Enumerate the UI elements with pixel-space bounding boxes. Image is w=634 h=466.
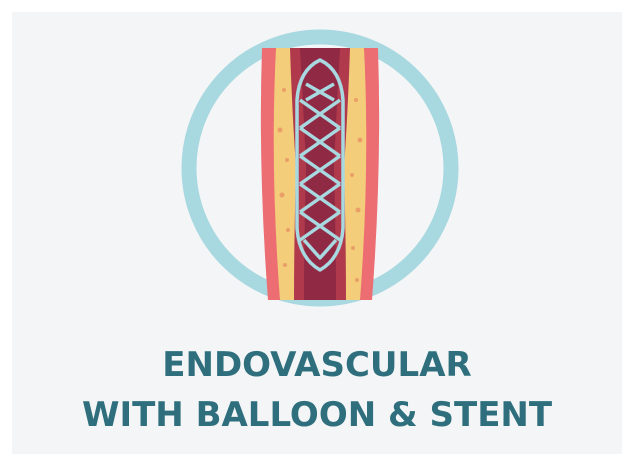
caption: ENDOVASCULAR WITH BALLOON & STENT	[0, 340, 634, 440]
caption-line-2: WITH BALLOON & STENT	[0, 390, 634, 440]
caption-line-1: ENDOVASCULAR	[0, 340, 634, 390]
artery-icon	[261, 48, 379, 300]
endovascular-illustration	[0, 0, 634, 340]
